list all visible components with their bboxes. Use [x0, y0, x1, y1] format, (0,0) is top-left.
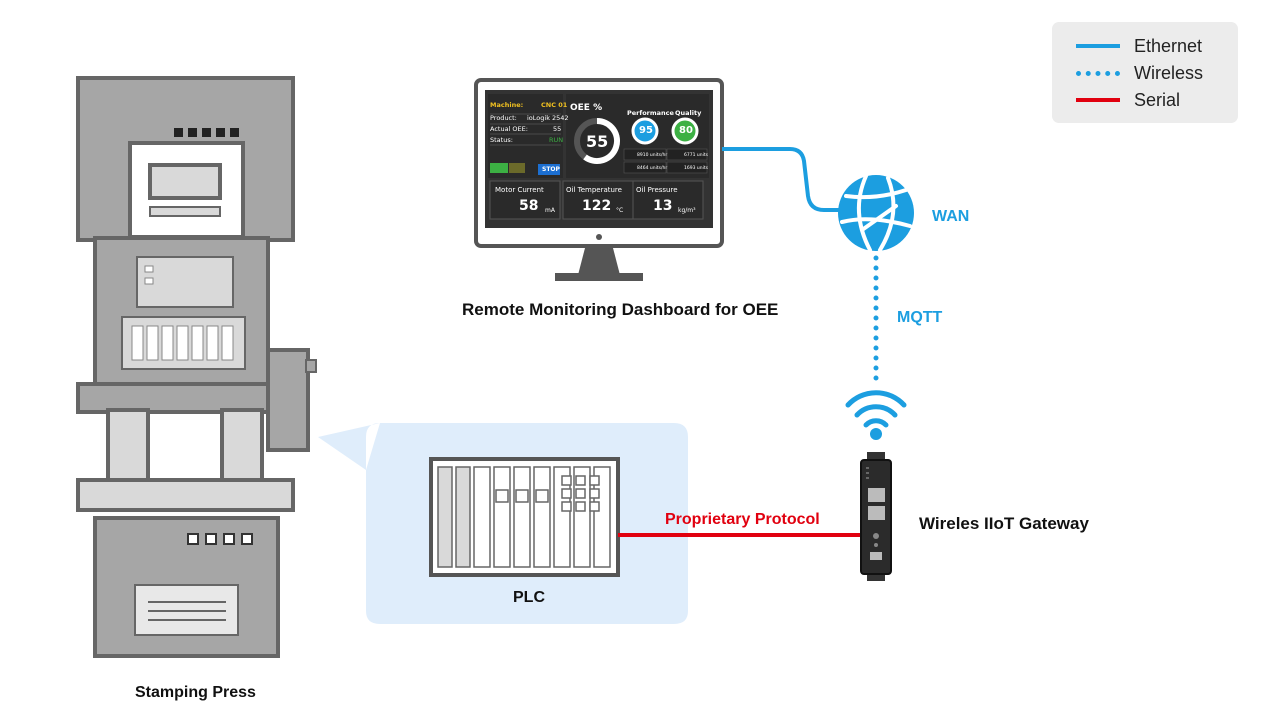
dash-oee-title: OEE % [570, 103, 603, 113]
dash-stop-button[interactable]: STOP [542, 166, 560, 173]
gateway-label: Wireles IIoT Gateway [919, 514, 1089, 533]
plc-label: PLC [513, 589, 545, 606]
ethernet-connection-line [722, 147, 846, 212]
dash-oil-temp-value: 122 [582, 198, 612, 214]
dash-oil-temp-unit: °C [616, 207, 624, 214]
press-indicator-lights [174, 128, 239, 137]
dash-machine-label: Machine: [490, 101, 524, 109]
dash-motor-current-label: Motor Current [495, 186, 544, 194]
dash-oil-temp-label: Oil Temperature [566, 186, 622, 194]
monitor [474, 78, 724, 281]
dash-oil-pressure-unit: kg/m³ [678, 207, 696, 214]
dash-status-label: Status: [490, 136, 513, 144]
dash-quality-value: 80 [679, 125, 693, 136]
dash-motor-current-value: 58 [519, 198, 539, 214]
dashboard-label: Remote Monitoring Dashboard for OEE [462, 300, 779, 319]
stamping-press-label: Stamping Press [135, 684, 256, 701]
dash-quality-label: Quality [675, 109, 702, 117]
legend-label-ethernet: Ethernet [1134, 35, 1203, 56]
ethernet-swatch-icon [1076, 44, 1120, 48]
press-status-led [144, 265, 154, 285]
legend-label-wireless: Wireless [1134, 62, 1204, 83]
dash-performance-label: Performance [627, 109, 674, 117]
wireless-swatch-icon [1076, 70, 1120, 76]
legend-label-serial: Serial [1134, 89, 1181, 110]
wan-label: WAN [932, 208, 970, 225]
wifi-icon [845, 390, 907, 428]
wifi-dot-icon [870, 428, 882, 440]
dash-motor-current-unit: mA [545, 207, 555, 214]
legend: Ethernet Wireless Serial [1052, 22, 1238, 123]
dash-product-label: Product: [490, 114, 517, 122]
plc-device [429, 457, 620, 577]
dash-quality-units-2: 1693 units [684, 166, 708, 171]
dash-oil-pressure-label: Oil Pressure [636, 186, 678, 194]
serial-swatch-icon [1076, 98, 1120, 102]
gateway-device [860, 452, 892, 581]
protocol-label: Proprietary Protocol [665, 511, 820, 528]
press-base-buttons [187, 533, 253, 545]
dash-machine-value: CNC 01 [541, 101, 568, 109]
stamping-press [76, 76, 317, 658]
dash-product-value: ioLogik 2542 [527, 114, 569, 122]
globe-icon [838, 174, 914, 252]
dash-oee-gauge-value: 55 [586, 132, 609, 151]
mqtt-label: MQTT [897, 309, 943, 326]
dash-performance-value: 95 [639, 125, 653, 136]
dash-status-value: RUN [549, 136, 564, 144]
dash-oee-value: 55 [553, 125, 562, 133]
press-control-panel-slots [131, 325, 234, 361]
dash-oee-label: Actual OEE: [490, 125, 528, 133]
press-die-lines [148, 601, 226, 621]
dash-perf-units-2: 8464 units/hr [637, 166, 668, 171]
dash-oil-pressure-value: 13 [653, 198, 673, 214]
dash-quality-units-1: 6771 units [684, 153, 708, 158]
dash-perf-units-1: 8910 units/hr [637, 153, 668, 158]
